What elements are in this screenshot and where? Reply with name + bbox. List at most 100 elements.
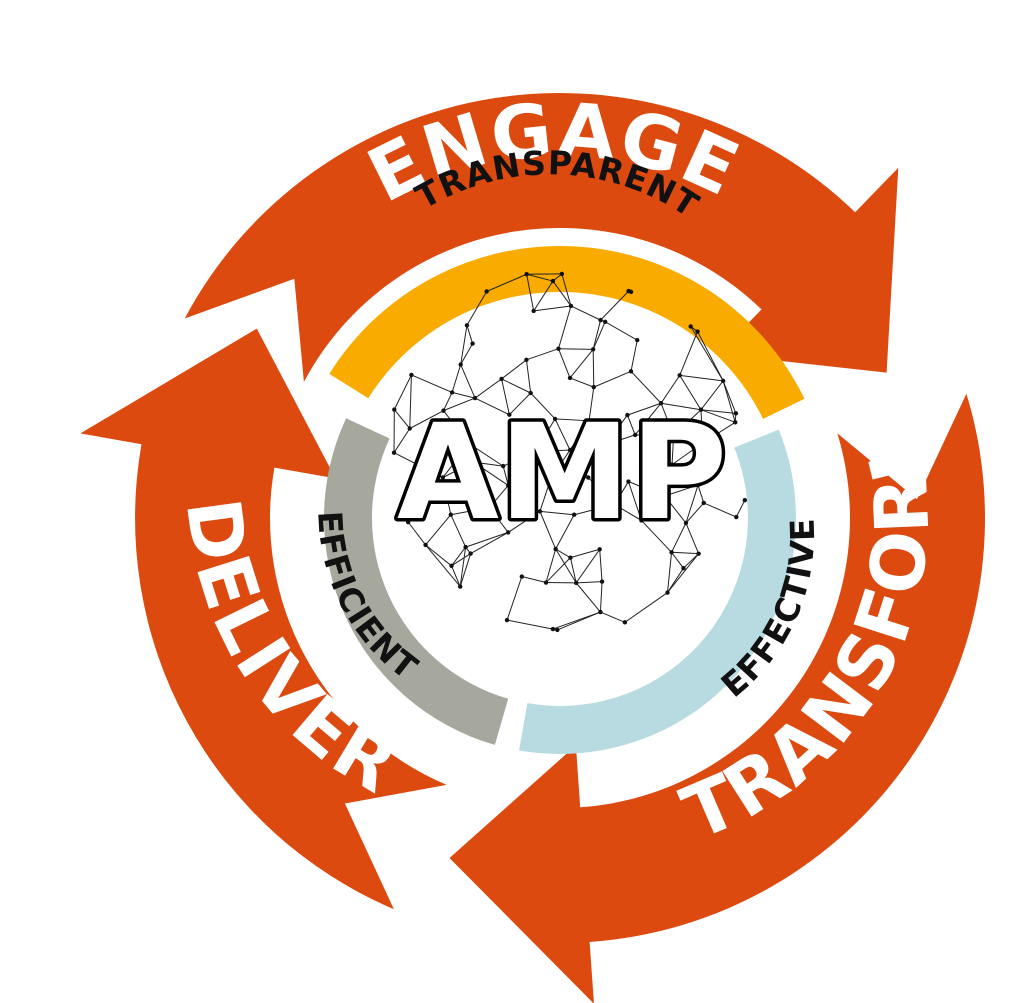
network-link — [393, 452, 444, 478]
network-link — [533, 305, 572, 312]
network-link — [460, 364, 476, 399]
network-link — [411, 374, 453, 393]
network-node — [632, 432, 638, 438]
network-node — [550, 626, 556, 632]
effective-segment — [519, 429, 796, 754]
network-link — [569, 444, 606, 451]
network-link — [466, 325, 474, 344]
network-node — [423, 542, 428, 548]
network-link — [489, 485, 509, 508]
network-node — [602, 319, 608, 324]
network-node — [505, 530, 511, 535]
network-node — [467, 441, 472, 446]
network-node — [464, 323, 470, 328]
network-node — [550, 278, 556, 284]
network-link — [685, 484, 699, 524]
network-link — [592, 321, 606, 350]
network-link — [442, 443, 470, 478]
network-link — [451, 391, 476, 399]
network-link — [450, 514, 467, 548]
network-link — [460, 325, 468, 365]
network-link — [722, 380, 736, 423]
network-node — [742, 497, 748, 503]
network-node — [405, 519, 411, 525]
network-node — [669, 550, 674, 555]
network-link — [488, 507, 509, 533]
network-link — [409, 410, 444, 429]
network-link — [697, 331, 724, 382]
network-node — [598, 609, 603, 615]
network-link — [407, 521, 426, 546]
network-link — [534, 449, 571, 453]
network-link — [569, 449, 589, 478]
network-node — [507, 412, 512, 417]
network-link — [451, 553, 471, 567]
network-link — [569, 377, 594, 388]
network-link — [558, 348, 571, 379]
network-link — [545, 557, 571, 583]
network-node — [626, 479, 631, 484]
network-node — [733, 420, 738, 425]
network-link — [660, 375, 681, 404]
network-node — [734, 514, 739, 520]
network-link — [460, 343, 474, 365]
network-node — [700, 440, 705, 446]
network-link — [722, 380, 737, 414]
network-link — [425, 544, 452, 567]
network-link — [667, 567, 684, 593]
network-node — [635, 337, 640, 343]
network-link — [703, 502, 737, 518]
network-node — [407, 426, 412, 431]
network-node — [662, 493, 667, 499]
network-link — [501, 359, 527, 380]
network-node — [701, 500, 706, 506]
network-node — [586, 418, 592, 424]
network-link — [592, 349, 595, 388]
network-node — [470, 341, 475, 346]
network-link — [534, 418, 556, 453]
network-link — [569, 349, 594, 379]
network-link — [685, 502, 705, 524]
network-node — [506, 483, 511, 488]
network-link — [690, 326, 724, 382]
efficient-segment — [323, 418, 509, 745]
network-link — [700, 380, 724, 411]
network-link — [679, 375, 702, 410]
network-link — [521, 576, 547, 584]
network-node — [553, 546, 558, 552]
network-node — [696, 551, 701, 556]
network-link — [557, 305, 572, 349]
network-link — [570, 305, 601, 321]
network-link — [667, 552, 673, 593]
network-node — [628, 289, 634, 295]
network-node — [501, 463, 506, 469]
network-node — [597, 547, 602, 552]
network-link — [508, 392, 532, 416]
network-node — [571, 512, 577, 517]
network-node — [449, 390, 455, 395]
network-node — [555, 627, 560, 633]
network-link — [506, 619, 554, 630]
network-node — [392, 407, 397, 412]
network-link — [526, 273, 554, 282]
network-link — [702, 421, 736, 444]
network-link — [466, 291, 488, 326]
network-link — [700, 409, 704, 444]
center-label: AMP — [397, 396, 727, 550]
network-link — [588, 420, 607, 445]
network-link — [525, 359, 532, 394]
network-link — [442, 477, 452, 515]
network-sphere-icon — [391, 271, 748, 633]
network-link — [473, 461, 509, 486]
network-node — [548, 476, 553, 481]
network-node — [458, 362, 463, 367]
network-link — [533, 280, 554, 312]
network-link — [679, 374, 724, 382]
network-link — [443, 392, 453, 411]
outer-cycle — [80, 93, 985, 1003]
network-link — [555, 514, 575, 550]
network-node — [457, 584, 463, 589]
network-node — [528, 390, 533, 396]
network-node — [468, 551, 473, 556]
network-link — [561, 273, 572, 307]
